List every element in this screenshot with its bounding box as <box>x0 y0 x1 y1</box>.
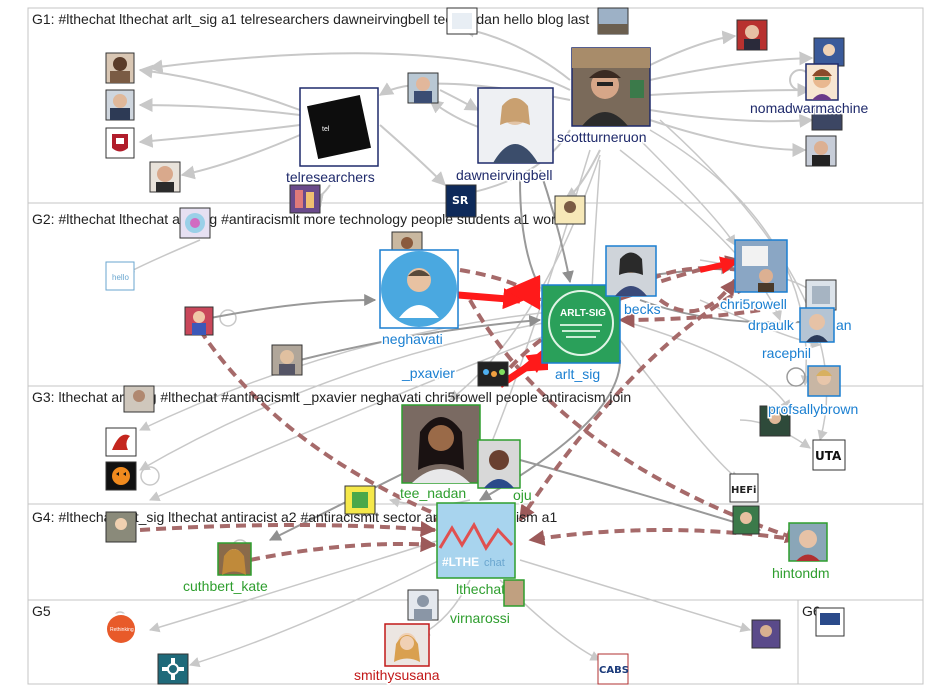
group-box-g6 <box>797 599 924 685</box>
node-telresearchers[interactable]: tel <box>299 87 379 167</box>
node-smithysusana[interactable] <box>384 623 430 667</box>
node-label-profsallybrown: profsallybrown <box>768 401 858 417</box>
labeled-nodes: tel telresearchers dawneirvingbell scott… <box>182 47 870 685</box>
node-thumb[interactable] <box>805 135 837 167</box>
node-thumb[interactable] <box>289 184 321 214</box>
node-label-lthechat: lthechat <box>456 581 505 597</box>
node-thumb[interactable] <box>813 37 845 67</box>
node-thumb[interactable]: HEFi <box>729 473 759 503</box>
node-thumb[interactable]: SR <box>445 184 477 218</box>
node-thumb[interactable] <box>815 607 845 637</box>
node-thumb[interactable] <box>105 127 135 159</box>
node-label-cuthbert_kate: cuthbert_kate <box>183 578 268 594</box>
sr-thumb-text: SR <box>452 194 469 207</box>
node-thumb[interactable] <box>759 405 791 437</box>
group-title-g1: G1: #lthechat lthechat arlt_sig a1 telre… <box>32 11 589 27</box>
arlt-sig-logo-icon <box>548 290 614 356</box>
profile-photo-icon <box>809 314 825 330</box>
node-thumb[interactable] <box>407 72 439 104</box>
node-thumb[interactable] <box>597 7 629 35</box>
node-oju[interactable] <box>477 439 521 489</box>
svg-text:#LTHE: #LTHE <box>442 555 479 569</box>
node-hintondm[interactable] <box>788 522 828 562</box>
svg-text:Rethinking: Rethinking <box>110 627 134 633</box>
node-thumb[interactable] <box>344 485 376 515</box>
svg-text:ARLT-SIG: ARLT-SIG <box>560 308 606 319</box>
node-thumb[interactable]: UTA <box>812 439 846 471</box>
node-chri5rowell[interactable] <box>734 239 788 293</box>
node-dawneirvingbell[interactable] <box>477 87 554 164</box>
node-cuthbert_kate[interactable] <box>217 542 252 576</box>
node-thumb[interactable] <box>446 7 478 35</box>
svg-text:hello: hello <box>112 273 129 282</box>
node-thumb[interactable] <box>105 511 137 543</box>
group-title-g4: G4: #lthechat arlt_sig lthechat antiraci… <box>32 509 557 525</box>
uta-thumb-text: UTA <box>815 449 842 463</box>
node-label-racephil: racephil <box>762 345 811 361</box>
node-arlt_sig[interactable]: ARLT-SIG <box>541 284 621 364</box>
node-label-hintondm: hintondm <box>772 565 830 581</box>
group-title-g2: G2: #lthechat lthechat arlt_sig #antirac… <box>32 211 564 227</box>
node-thumb[interactable]: CABS <box>597 653 629 685</box>
node-thumb[interactable] <box>751 619 781 649</box>
telresearchers-logo-icon: tel <box>322 126 330 133</box>
svg-text:chat: chat <box>484 557 505 569</box>
node-label-becks: becks <box>624 301 661 317</box>
profile-photo-icon <box>799 530 817 548</box>
node-nomadwarmachine[interactable] <box>805 63 839 101</box>
node-thumb[interactable] <box>105 461 137 491</box>
node-thumb[interactable] <box>271 344 303 376</box>
node-scottturneruon[interactable] <box>571 47 651 127</box>
node-thumb[interactable] <box>179 207 211 239</box>
node-thumb[interactable]: hello <box>105 261 135 291</box>
node-thumb[interactable] <box>736 19 768 51</box>
node-lthechat[interactable]: #LTHE chat <box>436 502 516 579</box>
node-virnarossi[interactable] <box>503 579 525 607</box>
node-drpaulk[interactable] <box>799 307 835 343</box>
node-label-arlt_sig: arlt_sig <box>555 366 600 382</box>
node-thumb[interactable] <box>123 385 155 413</box>
node-neghavati[interactable] <box>379 249 459 329</box>
node-label-dawneirvingbell: dawneirvingbell <box>456 167 553 183</box>
node-label-tee_nadan: tee_nadan <box>400 485 466 501</box>
node-label-virnarossi: virnarossi <box>450 610 510 626</box>
node-thumb[interactable] <box>554 195 586 225</box>
node-label-scottturneruon: scottturneruon <box>557 129 647 145</box>
node-label-telresearchers: telresearchers <box>286 169 375 185</box>
node-label-_pxavier: _pxavier <box>401 365 455 381</box>
node-thumb[interactable] <box>811 107 843 131</box>
group-title-g5: G5 <box>32 603 51 619</box>
lthechat-logo-icon <box>438 521 514 551</box>
node-thumb[interactable] <box>157 653 189 685</box>
profile-photo-icon <box>489 450 509 470</box>
node-label-drpaulk: drpaulk <box>748 317 795 333</box>
node-thumb[interactable] <box>105 52 135 84</box>
node-thumb[interactable] <box>184 306 214 336</box>
profile-photo-icon <box>759 269 773 283</box>
node-label-nomadwarmachine: nomadwarmachine <box>750 100 868 116</box>
hefi-thumb-text: HEFi <box>731 485 756 496</box>
node-thumb[interactable] <box>407 589 439 621</box>
small-nodes: SR hello UTA HEFi Rethinking CABS <box>105 7 846 685</box>
node-label-an: an <box>836 317 852 333</box>
node-label-neghavati: neghavati <box>382 331 443 347</box>
node-label-smithysusana: smithysusana <box>354 667 440 683</box>
node-becks[interactable] <box>605 245 657 297</box>
node-thumb[interactable] <box>105 89 135 121</box>
node-profsallybrown[interactable] <box>807 365 841 397</box>
node-tee_nadan[interactable] <box>401 404 481 484</box>
node-thumb[interactable]: Rethinking <box>105 613 137 645</box>
cabs-thumb-text: CABS <box>599 665 629 676</box>
node-thumb[interactable] <box>105 427 137 457</box>
node-label-chri5rowell: chri5rowell <box>720 296 787 312</box>
node-thumb[interactable] <box>732 505 760 535</box>
node-thumb[interactable] <box>477 361 509 387</box>
node-thumb[interactable] <box>805 279 837 311</box>
node-thumb[interactable] <box>149 161 181 193</box>
group-title-g3: G3: lthechat arlt_sig #lthechat #antirac… <box>32 389 631 405</box>
edges <box>113 23 832 668</box>
node-label-oju: oju <box>513 487 532 503</box>
